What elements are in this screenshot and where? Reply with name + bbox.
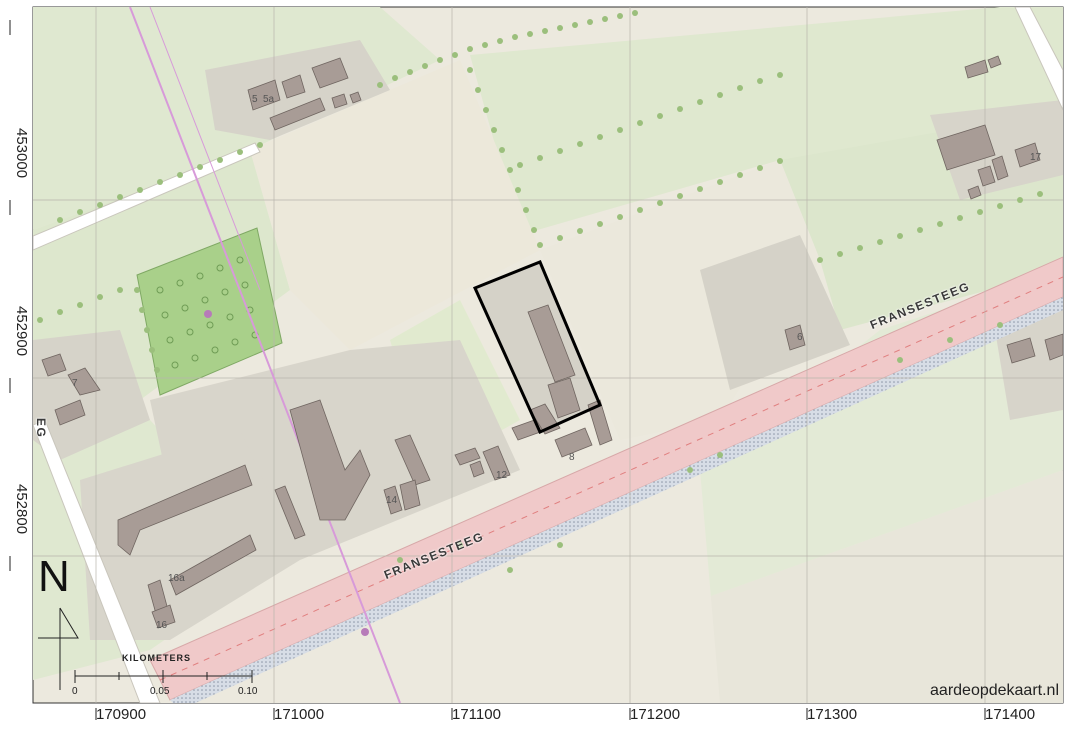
x-axis-ticks — [95, 708, 986, 720]
building — [289, 399, 371, 521]
scale-bar-title: KILOMETERS — [122, 653, 192, 663]
house-number: 16a — [168, 573, 185, 584]
road-fransesteeg[interactable] — [149, 256, 1063, 701]
road-centerline — [159, 276, 1063, 681]
building — [967, 185, 982, 200]
building — [1014, 142, 1041, 168]
y-axis-label: 453000 — [13, 128, 30, 179]
building — [527, 304, 576, 383]
house-number: 7 — [72, 378, 78, 389]
x-axis-label: 171400 — [985, 706, 1036, 723]
road-right — [1014, 7, 1063, 111]
house-number: 16 — [156, 620, 168, 631]
x-axis-label: 171300 — [807, 706, 858, 723]
buildings — [41, 55, 1063, 629]
building — [247, 79, 281, 111]
parcel-outline[interactable] — [472, 260, 602, 434]
building — [41, 353, 67, 377]
building — [54, 399, 86, 426]
north-label: N — [38, 552, 70, 601]
power-pylon — [204, 310, 212, 318]
building — [987, 55, 1002, 69]
y-axis-label: 452800 — [13, 484, 30, 535]
building — [964, 59, 989, 79]
building — [1044, 333, 1063, 361]
x-axis-label: 171200 — [630, 706, 681, 723]
building — [274, 485, 306, 540]
building — [67, 367, 101, 396]
house-number: 8 — [569, 452, 575, 463]
building — [269, 97, 326, 131]
building — [587, 399, 613, 446]
y-axis-label: 452900 — [13, 306, 30, 357]
x-axis-label: 170900 — [96, 706, 147, 723]
scale-tick-label: 0.10 — [238, 686, 258, 697]
building — [117, 464, 253, 556]
tree-rows — [37, 10, 1043, 573]
building — [1006, 337, 1036, 364]
street-label-road-left: EG — [34, 418, 48, 439]
yard-farright — [930, 100, 1063, 200]
building — [169, 534, 257, 596]
house-number: 5a — [263, 94, 275, 105]
building — [383, 485, 403, 515]
building — [311, 57, 349, 89]
building — [936, 124, 996, 171]
building — [394, 434, 431, 486]
building — [399, 479, 421, 511]
building — [977, 165, 996, 187]
building — [554, 427, 593, 458]
meadow-right-lower — [690, 270, 1063, 600]
building — [469, 460, 485, 478]
meadow-bottom-right — [700, 470, 1063, 703]
house-number: 14 — [386, 495, 398, 506]
building — [151, 604, 176, 629]
coordinate-grid — [33, 7, 1063, 703]
field-center — [250, 60, 540, 350]
scale-tick-label: 0 — [72, 686, 78, 697]
house-number: 17 — [1030, 152, 1042, 163]
x-axis-label: 171100 — [452, 706, 501, 723]
attribution-text[interactable]: aardeopdekaart.nl — [930, 682, 1059, 699]
x-axis-label: 171000 — [274, 706, 325, 723]
road-left — [33, 419, 161, 703]
house-number: 5 — [252, 94, 258, 105]
building — [547, 377, 581, 419]
house-number: 6 — [797, 332, 803, 343]
house-number: 12 — [496, 470, 508, 481]
powerline-secondary — [149, 7, 261, 291]
building — [482, 445, 511, 481]
building — [454, 447, 481, 466]
building — [784, 324, 806, 351]
meadow-top-right — [470, 7, 1063, 235]
building — [281, 74, 306, 99]
building — [991, 155, 1009, 181]
building — [331, 93, 348, 109]
scale-tick-label: 0.05 — [150, 686, 170, 697]
north-arrow-icon — [38, 607, 79, 690]
power-pylon — [361, 628, 369, 636]
powerline — [129, 7, 401, 703]
building — [349, 91, 362, 104]
road-verge — [170, 297, 1063, 703]
scale-bar — [74, 670, 253, 683]
yard-right — [700, 235, 850, 390]
